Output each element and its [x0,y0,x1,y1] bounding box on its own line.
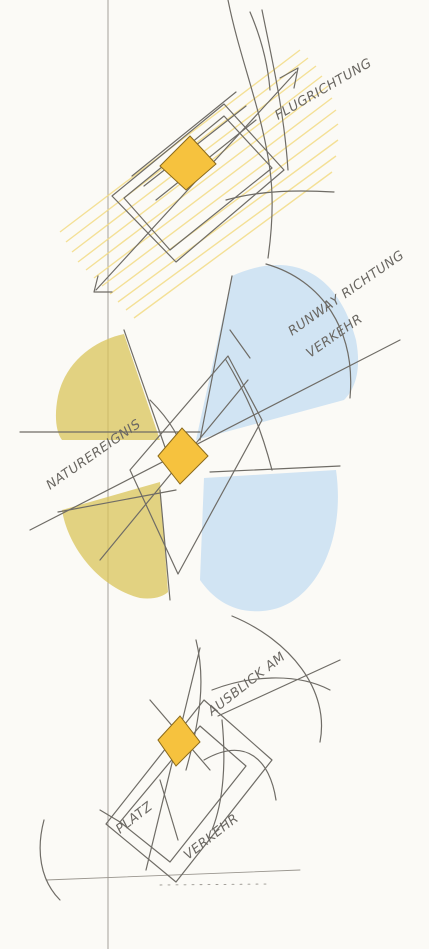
ochre-sector-lower [62,482,168,599]
core-square-bottom [158,716,200,766]
label-flight-direction: FLUGRICHTUNG [273,56,375,124]
middle-diagram: RUNWAY RICHTUNG VERKEHR NATUREREIGNIS [20,248,407,611]
label-view: AUSBLICK AM [204,649,288,719]
core-square-top [160,136,216,190]
blue-sector-lower [200,470,338,611]
bottom-diagram: AUSBLICK AM PLATZ VERKEHR [40,616,340,900]
top-diagram: FLUGRICHTUNG [60,0,375,318]
